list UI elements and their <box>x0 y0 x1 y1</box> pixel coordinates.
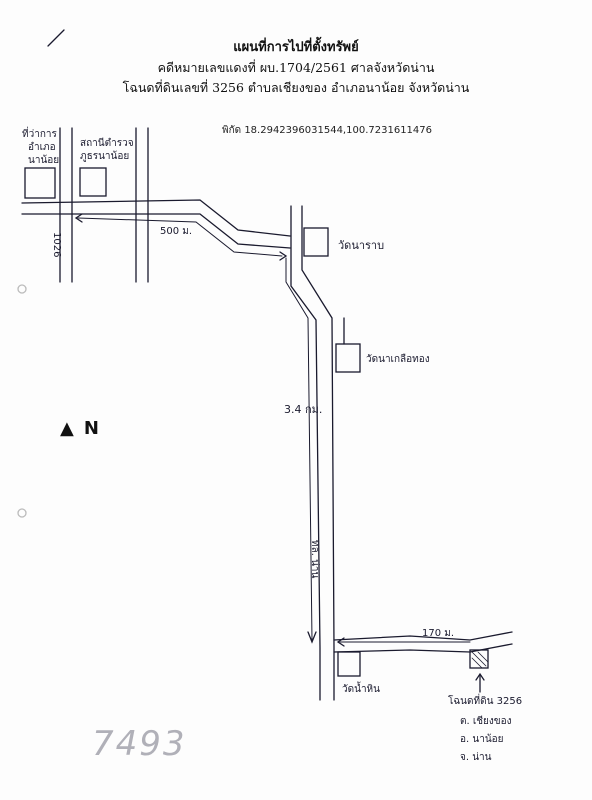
label-distance-170m: 170 ม. <box>422 628 455 639</box>
parcel-box <box>469 649 489 669</box>
label-parcel-district: อ. นาน้อย <box>460 734 504 745</box>
punch-hole-1 <box>17 284 27 294</box>
label-highway-nan: ทล. น่าน <box>309 540 320 579</box>
label-parcel-province: จ. น่าน <box>460 752 492 763</box>
wat-na-kluea-building <box>335 343 361 373</box>
parcel-hatch <box>471 651 489 669</box>
label-wat-na-rab: วัดนาราบ <box>338 239 385 252</box>
district-office-building <box>24 167 56 199</box>
main-road-bottom <box>21 213 291 249</box>
label-distance-500m: 500 ม. <box>160 226 193 237</box>
north-letter: N <box>83 418 99 439</box>
deed-info: โฉนดที่ดินเลขที่ 3256 ตำบลเชียงของ อำเภอ… <box>122 80 470 95</box>
label-parcel-subdistrict: ต. เชียงของ <box>460 716 512 727</box>
title-block: แผนที่การไปที่ตั้งทรัพย์ คดีหมายเลขแดงที… <box>0 38 592 98</box>
wat-na-rab-building <box>303 227 329 257</box>
route-arrowhead-3 <box>307 631 317 644</box>
label-wat-na-kluea: วัดนาเกลือทอง <box>366 354 430 365</box>
label-police-station-2: ภูธรนาน้อย <box>80 151 130 162</box>
map-title: แผนที่การไปที่ตั้งทรัพย์ <box>233 40 359 55</box>
north-arrow-icon: ▲ <box>60 418 74 439</box>
label-distance-3-4km: 3.4 กม. <box>284 403 323 416</box>
wat-nam-hin-building <box>337 651 361 677</box>
branch-road-bottom <box>333 643 513 653</box>
punch-hole-2 <box>17 508 27 518</box>
route-arrowhead-4 <box>336 637 345 647</box>
route-arrowhead-2 <box>279 251 288 261</box>
highway-left-edge <box>290 205 321 701</box>
branch-road-top <box>333 631 513 641</box>
pen-mark <box>47 29 65 47</box>
case-number: คดีหมายเลขแดงที่ ผบ.1704/2561 ศาลจังหวัด… <box>157 60 435 75</box>
label-road-1026: 1026 <box>51 232 62 258</box>
label-wat-nam-hin: วัดน้ำหิน <box>342 684 380 695</box>
route-line-1 <box>77 217 283 257</box>
label-district-office-3: นาน้อย <box>28 155 60 166</box>
label-parcel-deed: โฉนดที่ดิน 3256 <box>448 696 523 707</box>
police-station-building <box>79 167 107 197</box>
label-district-office-2: อำเภอ <box>28 142 56 153</box>
highway-right-edge <box>301 205 335 701</box>
route-arrowhead-1 <box>74 213 83 223</box>
north-indicator: ▲ N <box>60 418 99 439</box>
route-line-2 <box>285 257 313 641</box>
parcel-pointer-head <box>475 672 485 681</box>
handwritten-number: 7493 <box>92 724 187 764</box>
label-police-station-1: สถานีตำรวจ <box>80 138 134 149</box>
gps-coordinates: พิกัด 18.2942396031544,100.7231611476 <box>222 125 432 136</box>
label-district-office-1: ที่ว่าการ <box>22 129 57 140</box>
main-road-top <box>21 199 291 237</box>
